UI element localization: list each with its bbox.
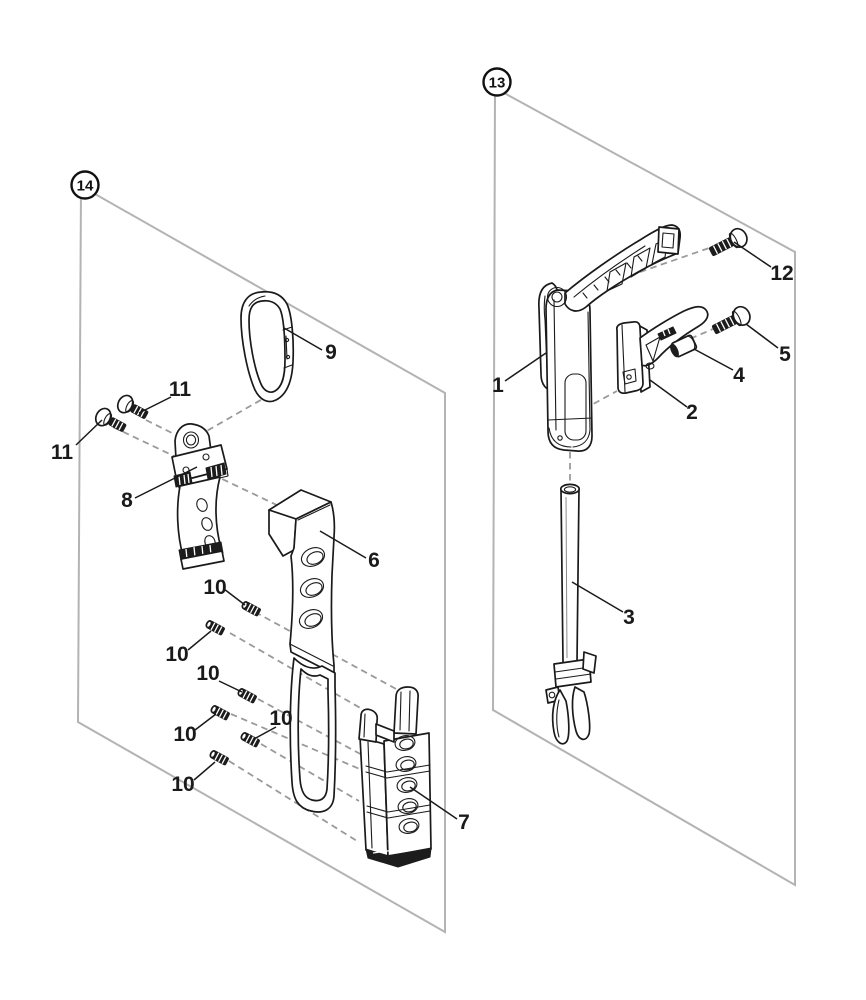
callout-8-label-4: 8 — [121, 489, 133, 512]
part-8-clamp-bracket — [171, 423, 229, 570]
callout-11-label-3: 11 — [51, 441, 74, 464]
callout-10-leader-9 — [194, 713, 217, 731]
callout-9-leader-1 — [283, 327, 323, 351]
dashed-alignment-line-2 — [145, 419, 191, 443]
callout-11-leader-2 — [138, 396, 172, 414]
callout-11-leader-3 — [75, 419, 103, 446]
callout-7-label-12: 7 — [458, 811, 470, 834]
callout-4-label-16: 4 — [733, 364, 745, 387]
part-10-set-screw-3 — [237, 688, 257, 704]
dashed-alignment-line-6 — [257, 698, 367, 758]
part-6-inner-bracket — [268, 489, 337, 813]
callout-10-leader-10 — [253, 726, 277, 740]
part-9-carabiner — [240, 290, 295, 403]
callout-6-leader-5 — [319, 530, 367, 559]
part-1-handle-assembly — [538, 224, 682, 452]
callout-10-label-7: 10 — [165, 643, 188, 666]
part-11-flat-head-screw-b — [116, 394, 149, 419]
callout-7-leader-12 — [409, 786, 458, 820]
callout-3-label-15: 3 — [623, 606, 635, 629]
callout-10-label-11: 10 — [171, 773, 194, 796]
panel-14-outline — [76, 184, 446, 934]
part-10-set-screw-6 — [209, 750, 229, 766]
callout-12-leader-18 — [733, 241, 772, 268]
part-10-set-screw-5 — [240, 732, 260, 748]
part-5-pan-head-screw — [711, 305, 751, 334]
callout-leader-lines — [75, 241, 779, 820]
callout-11-label-2: 11 — [169, 378, 192, 401]
panel-13-badge: 13 — [482, 67, 512, 97]
dashed-alignment-line-3 — [197, 396, 267, 437]
callout-10-label-8: 10 — [196, 662, 219, 685]
callout-10-label-10: 10 — [269, 707, 292, 730]
callout-10-leader-7 — [187, 630, 212, 651]
part-2-release-lever — [615, 305, 709, 395]
part-10-set-screw-2 — [205, 620, 225, 636]
callout-6-label-5: 6 — [368, 549, 380, 572]
callout-4-leader-16 — [693, 348, 734, 371]
callout-10-leader-8 — [218, 680, 243, 693]
callout-12-label-18: 12 — [770, 262, 793, 285]
part-10-set-screw-1 — [241, 601, 261, 617]
callout-5-label-17: 5 — [779, 343, 791, 366]
callout-2-label-14: 2 — [686, 401, 698, 424]
dashed-alignment-line-10 — [639, 246, 713, 273]
dashed-alignment-line-8 — [260, 743, 360, 802]
callout-8-leader-4 — [134, 466, 198, 499]
callout-1-leader-13 — [504, 352, 547, 382]
callout-1-label-13: 1 — [492, 374, 504, 397]
part-3-lower-tube — [545, 483, 597, 745]
callout-10-label-6: 10 — [203, 576, 226, 599]
callout-10-leader-11 — [193, 761, 216, 781]
callout-2-leader-14 — [649, 379, 688, 408]
panel-14-badge-number: 14 — [77, 178, 94, 195]
part-10-set-screw-4 — [210, 705, 230, 721]
panel-13-outline — [491, 86, 796, 887]
callout-10-leader-6 — [223, 588, 246, 606]
panel-13-badge-number: 13 — [489, 75, 506, 92]
callout-10-label-9: 10 — [173, 723, 196, 746]
dashed-alignment-line-9 — [228, 760, 358, 842]
callout-9-label-1: 9 — [325, 341, 337, 364]
panel-14-badge-circle — [70, 170, 100, 200]
part-12-pan-head-screw — [708, 227, 748, 256]
panel-14-badge: 14 — [70, 170, 100, 200]
panel-13-badge-circle — [482, 67, 512, 97]
callout-5-leader-17 — [745, 323, 779, 349]
part-4-spacer-bushing — [670, 334, 698, 358]
callout-3-leader-15 — [571, 581, 624, 613]
part-11-flat-head-screw-a — [94, 407, 127, 432]
part-7-outer-bracket — [358, 686, 432, 868]
